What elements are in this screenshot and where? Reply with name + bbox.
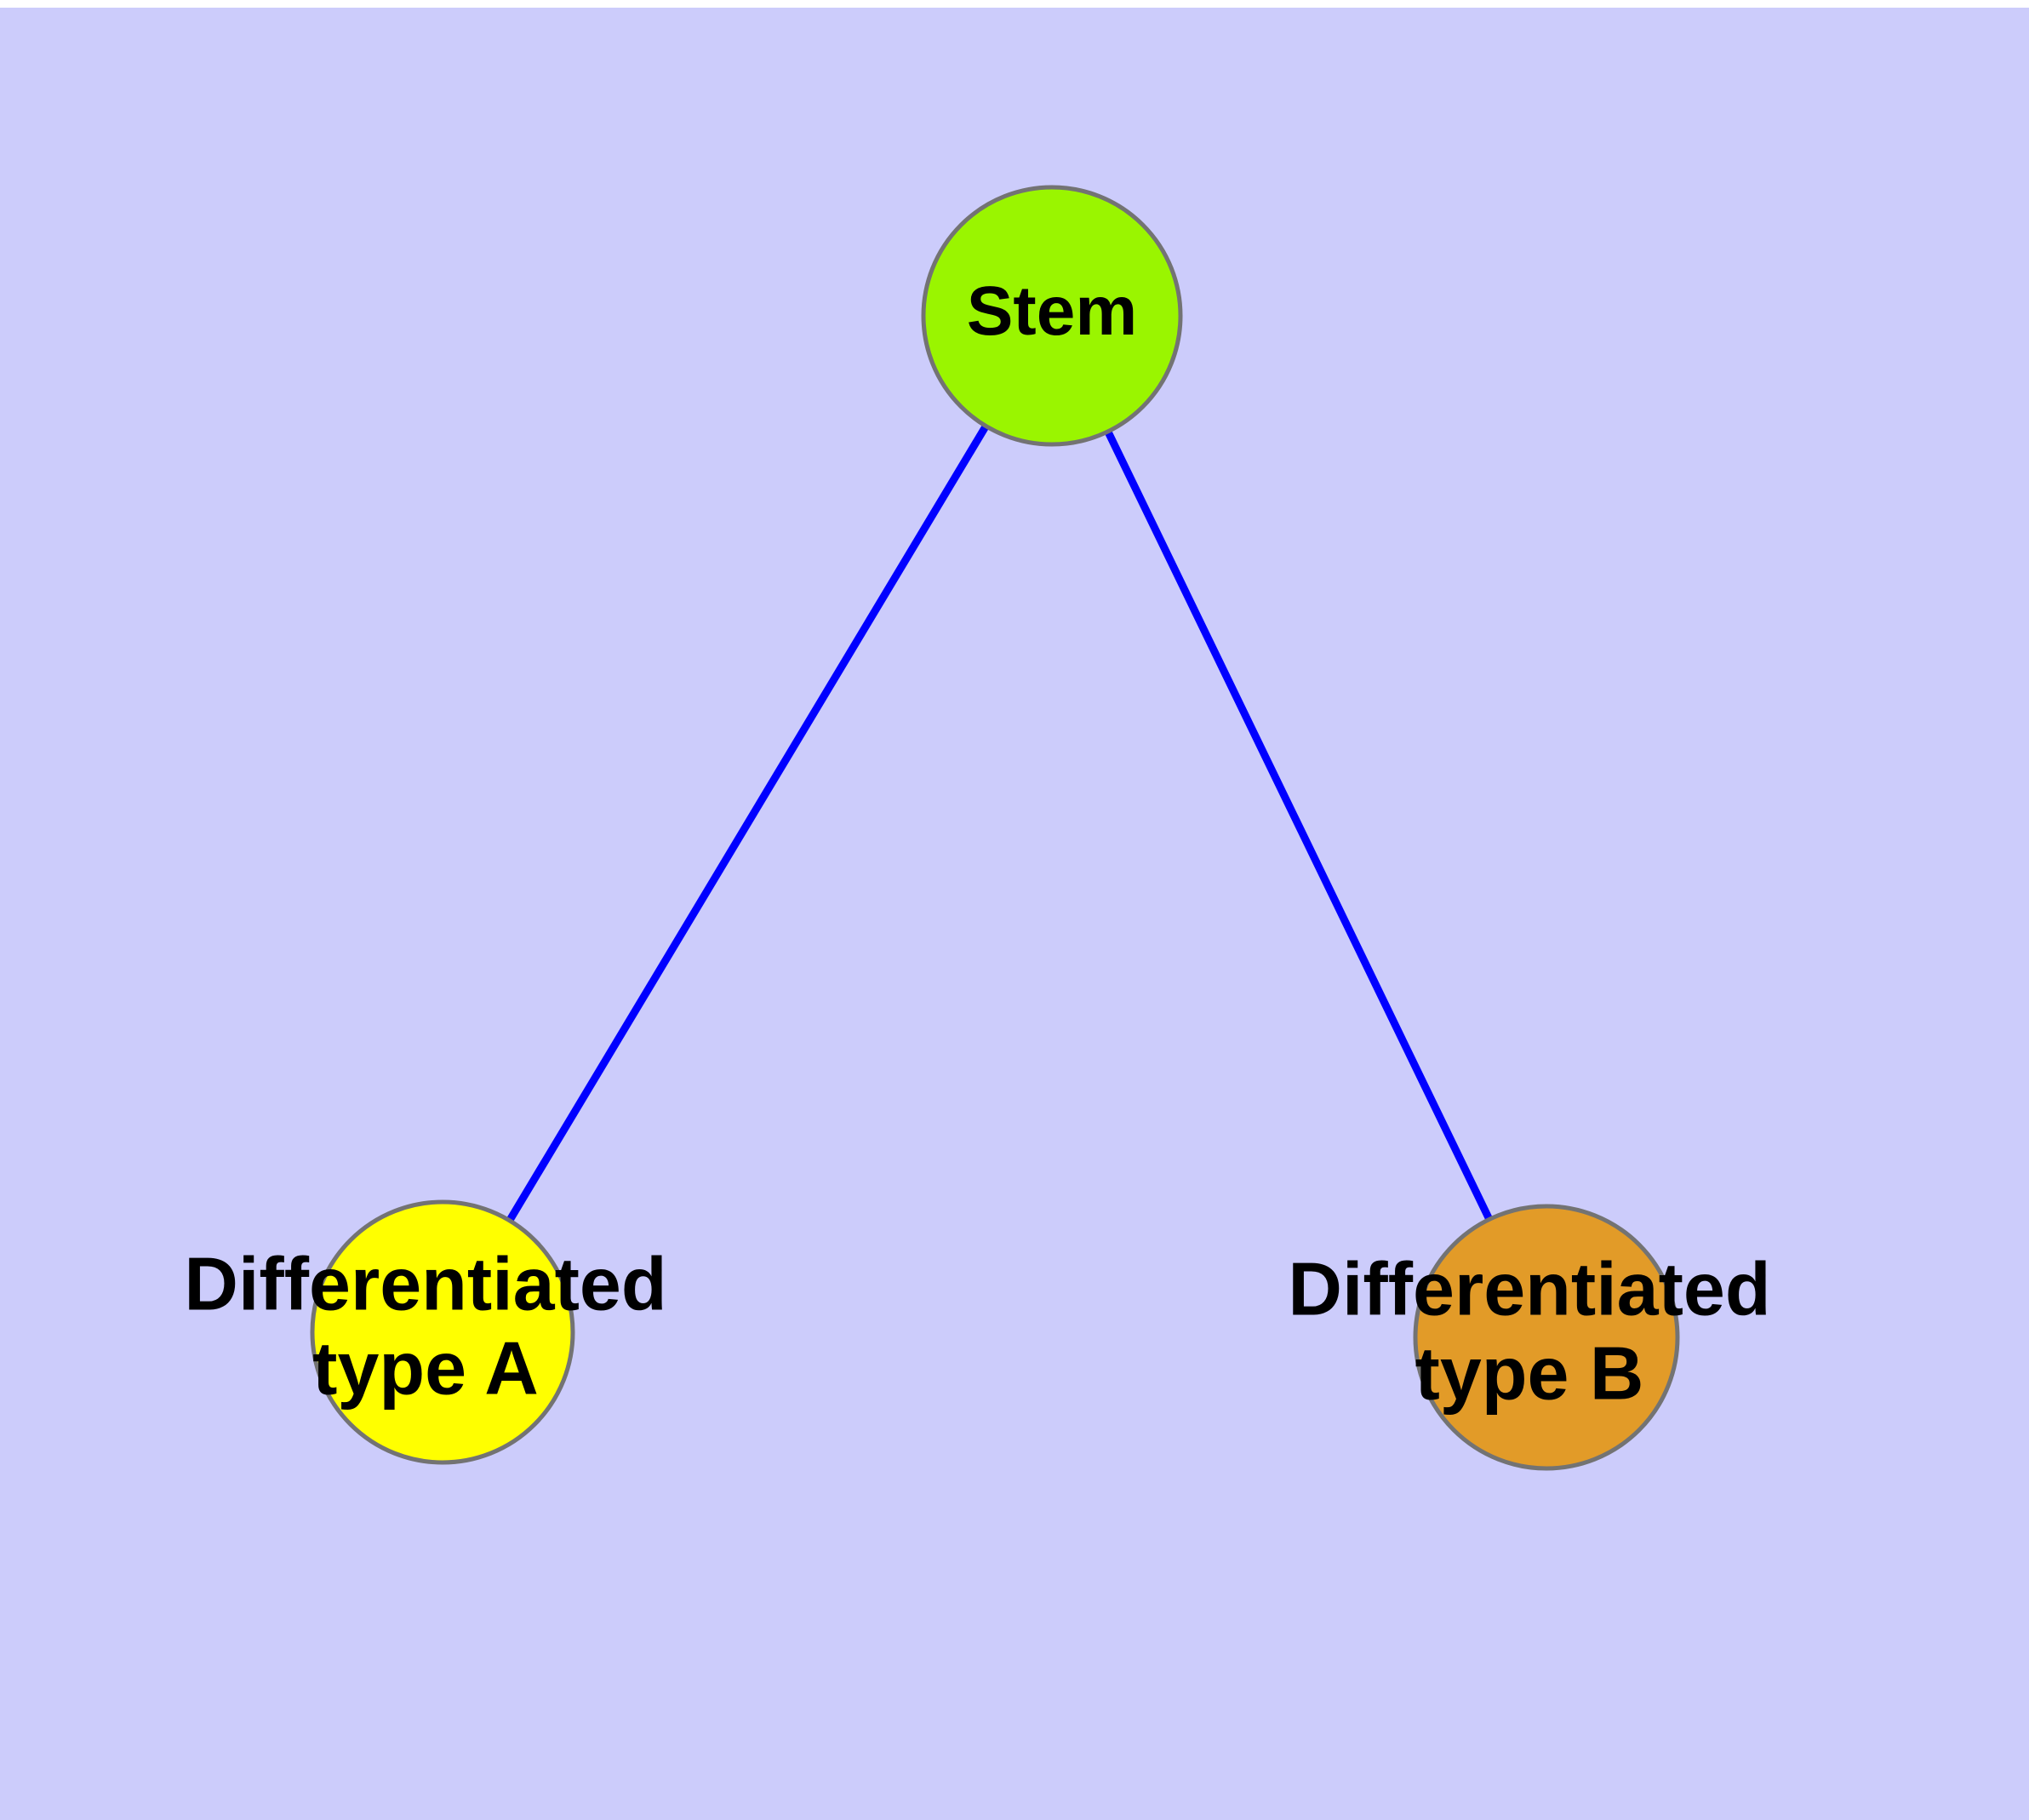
- node-stem[interactable]: [921, 185, 1183, 447]
- edge-stem-to-differentiated-type-b[interactable]: [1048, 314, 1551, 1339]
- node-layer: [310, 185, 1680, 1471]
- node-differentiated-type-b[interactable]: [1413, 1204, 1680, 1471]
- edge-stem-to-differentiated-type-a[interactable]: [439, 313, 1055, 1335]
- node-differentiated-type-a[interactable]: [310, 1199, 575, 1465]
- edge-layer: [439, 313, 1551, 1339]
- node-label-stem: Stem: [967, 272, 1138, 350]
